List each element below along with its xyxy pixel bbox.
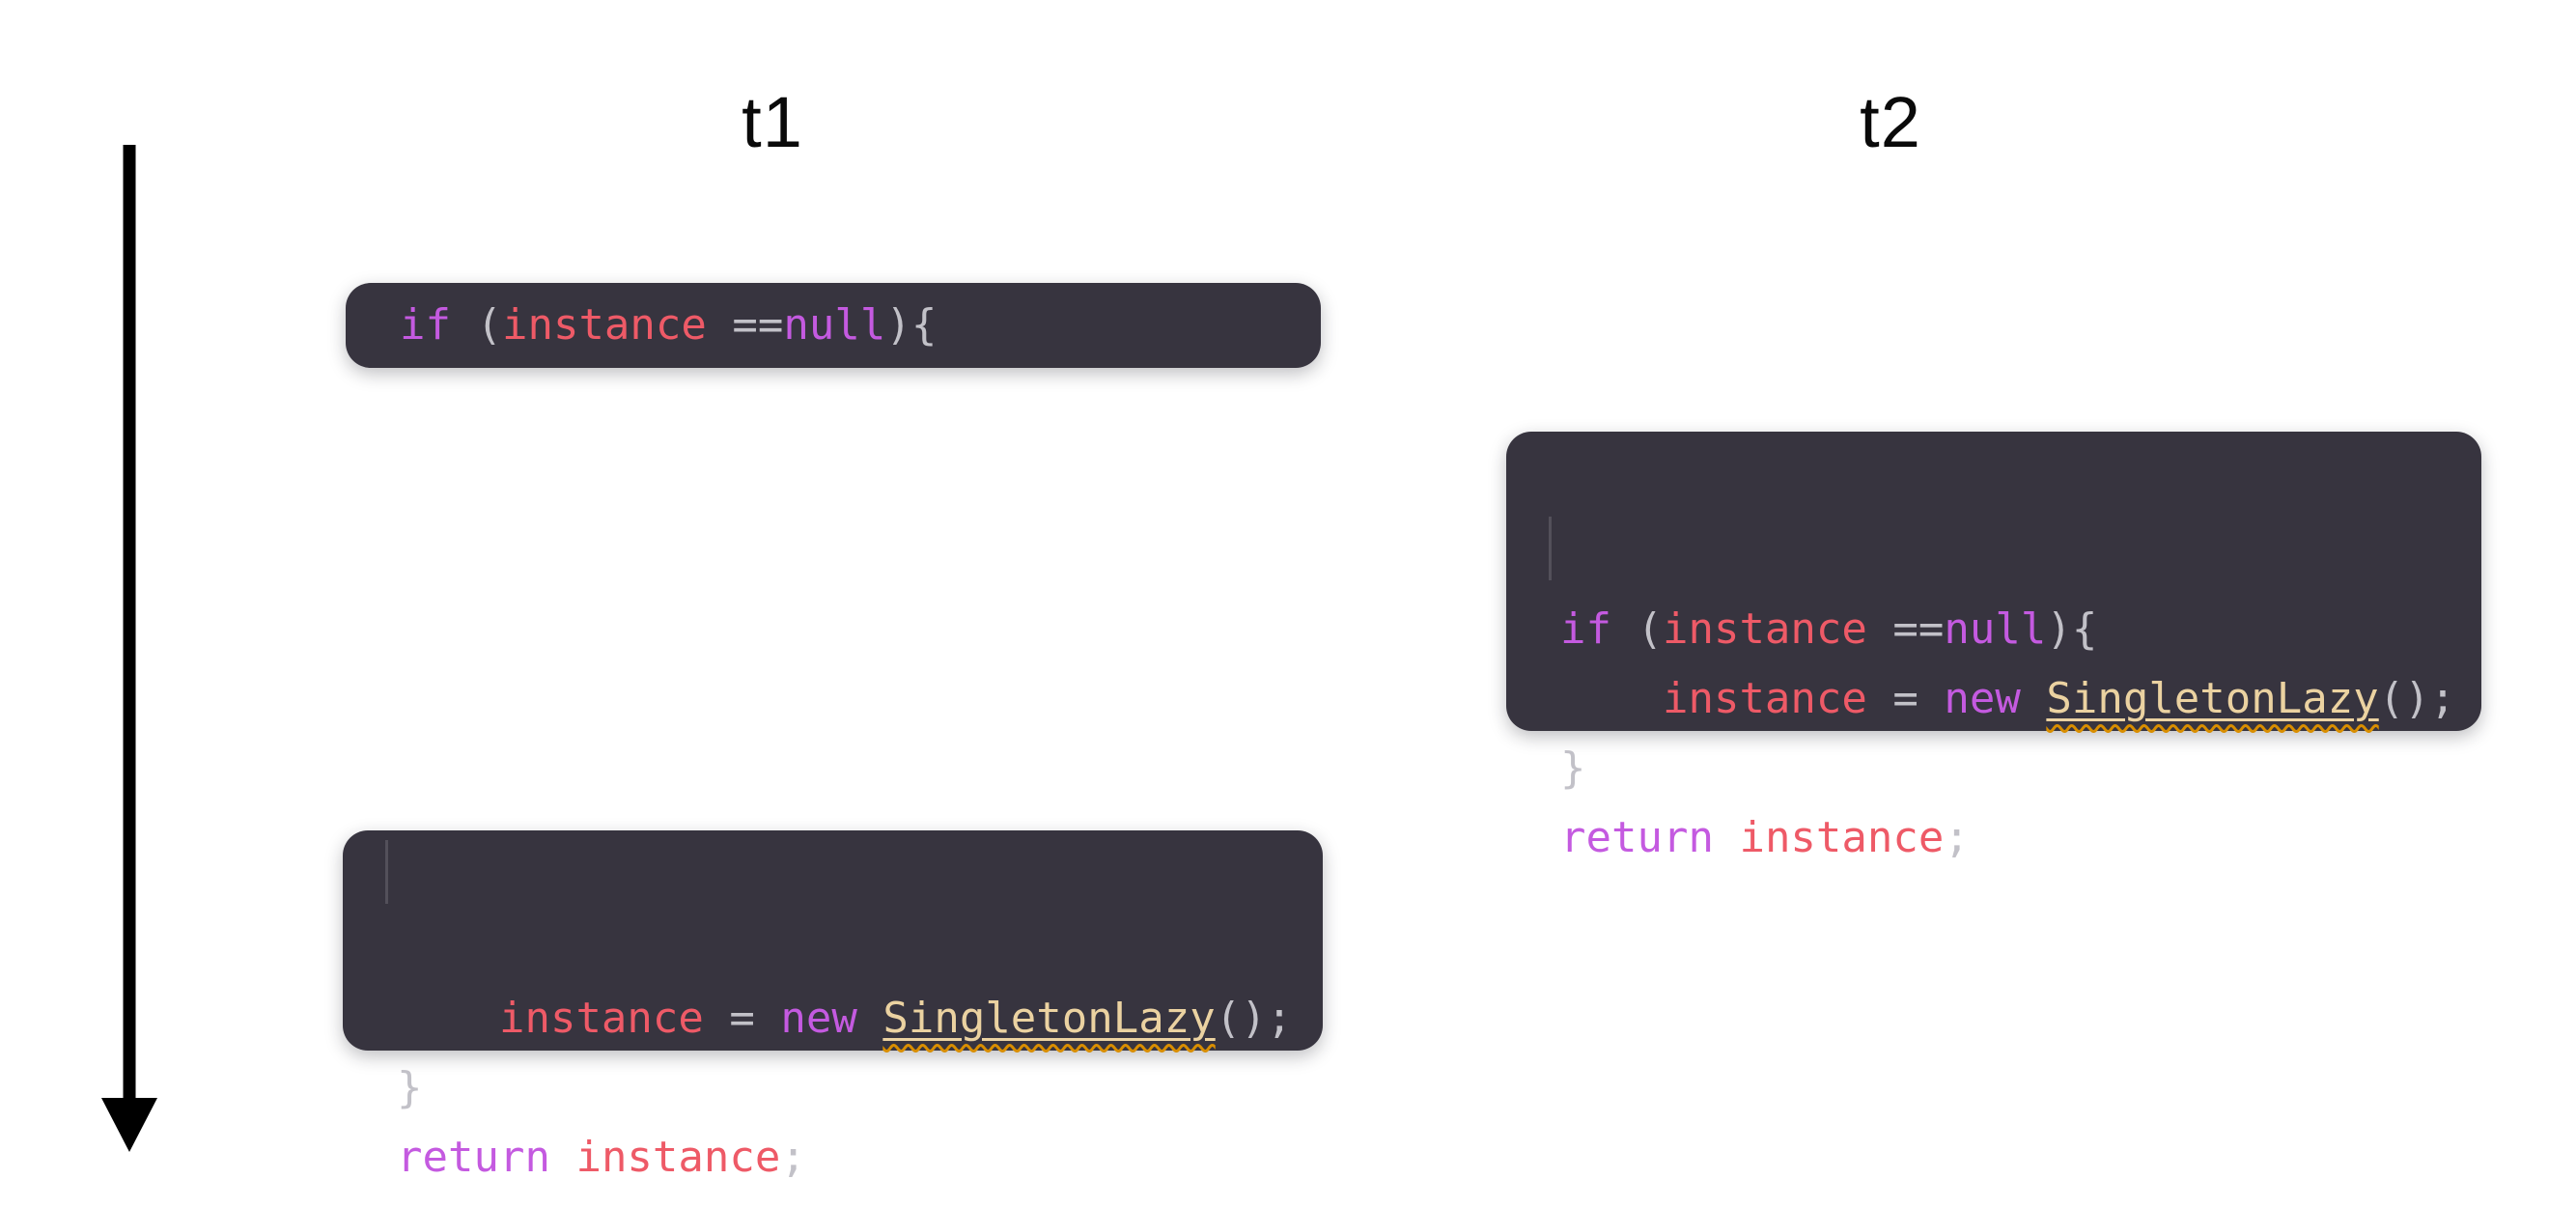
code-token: null bbox=[783, 300, 886, 350]
time-axis-down-arrow-icon bbox=[101, 145, 157, 1152]
code-snippet-t1-assign-return: instance = new SingletonLazy();} return i… bbox=[343, 830, 1323, 1182]
code-token: ( bbox=[1610, 604, 1663, 654]
code-token: instance bbox=[1662, 604, 1867, 654]
code-token: == bbox=[706, 300, 784, 350]
code-token: } bbox=[397, 1063, 423, 1112]
code-token: new bbox=[780, 994, 857, 1043]
code-token: if bbox=[1560, 604, 1611, 654]
code-line: return instance; bbox=[1560, 803, 2481, 873]
code-token: instance bbox=[1662, 674, 1867, 723]
code-token: if bbox=[400, 300, 451, 350]
code-token: new bbox=[1944, 674, 2021, 723]
class-name-text: SingletonLazy bbox=[2046, 674, 2379, 723]
thread-label-t1: t1 bbox=[742, 82, 803, 162]
code-token: == bbox=[1866, 604, 1945, 654]
code-token: ){ bbox=[885, 300, 938, 350]
code-token: ){ bbox=[2046, 604, 2098, 654]
code-line: } bbox=[397, 1053, 1323, 1123]
class-name-token: SingletonLazy bbox=[2046, 674, 2378, 723]
code-token bbox=[857, 994, 883, 1043]
code-token: instance bbox=[1739, 813, 1945, 862]
class-name-text: SingletonLazy bbox=[882, 994, 1216, 1043]
code-token: = bbox=[703, 994, 781, 1043]
code-token: null bbox=[1944, 604, 2047, 654]
code-token: return bbox=[1560, 813, 1714, 862]
code-token: = bbox=[1866, 674, 1945, 723]
code-token: return bbox=[397, 1133, 550, 1182]
code-token bbox=[397, 994, 499, 1043]
code-token: (); bbox=[2378, 674, 2456, 723]
thread-label-t2: t2 bbox=[1860, 82, 1921, 162]
indent-guide bbox=[1549, 517, 1552, 580]
class-name-token: SingletonLazy bbox=[882, 994, 1215, 1043]
code-line: if (instance ==null){ bbox=[400, 304, 937, 347]
code-token: instance bbox=[498, 994, 704, 1043]
time-axis-arrowhead bbox=[101, 1098, 157, 1152]
code-token bbox=[1560, 674, 1663, 723]
indent-guide bbox=[385, 840, 388, 904]
code-token bbox=[1714, 813, 1740, 862]
code-token bbox=[2021, 674, 2047, 723]
code-token: instance bbox=[501, 300, 707, 350]
code-snippet-t1-null-check: if (instance ==null){ bbox=[346, 283, 1321, 368]
code-line: if (instance ==null){ bbox=[1560, 595, 2481, 664]
code-token: } bbox=[1560, 744, 1586, 793]
code-token bbox=[550, 1133, 576, 1182]
code-line: return instance; bbox=[397, 1123, 1323, 1193]
code-token: instance bbox=[575, 1133, 781, 1182]
code-snippet-t2-full-block: if (instance ==null){ instance = new Sin… bbox=[1506, 432, 2481, 862]
code-line: instance = new SingletonLazy(); bbox=[1560, 664, 2481, 734]
code-token: (); bbox=[1215, 994, 1293, 1043]
time-axis-line bbox=[123, 145, 136, 1103]
code-token: ( bbox=[450, 300, 502, 350]
code-line: instance = new SingletonLazy(); bbox=[397, 984, 1323, 1053]
code-line: } bbox=[1560, 734, 2481, 803]
code-token: ; bbox=[780, 1133, 806, 1182]
code-token: ; bbox=[1944, 813, 1970, 862]
